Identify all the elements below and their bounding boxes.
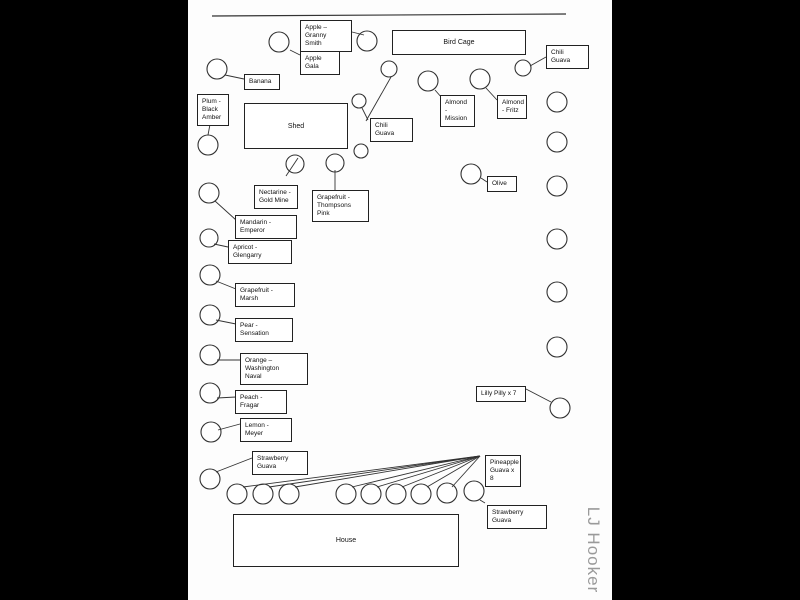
shed: Shed [244,103,348,149]
leader-line [215,319,237,325]
tree-circle [385,483,407,505]
leader-line [351,31,365,36]
label-almond-mission: Almond - Mission [440,95,475,127]
leader-line [294,455,481,488]
tree-circle [546,228,568,250]
watermark: LJ Hooker [578,500,608,600]
label-grapefruit-marsh: Grapefruit - Marsh [235,283,295,307]
tree-circle [199,228,219,248]
label-orange-washington-naval: Orange – Washington Naval [240,353,308,385]
label-mandarin-emperor: Mandarin - Emperor [235,215,297,239]
tree-circle [380,60,398,78]
label-olive: Olive [487,176,517,192]
tree-circle [199,304,221,326]
leader-line [376,455,481,488]
tree-circle [546,175,568,197]
leader-line [525,388,552,403]
tree-circle [549,397,571,419]
leader-line [529,56,547,67]
tree-circle [463,480,485,502]
tree-circle [546,91,568,113]
leader-line [268,455,481,488]
label-chili-guava-top-right: Chili Guava [546,45,589,69]
leader-line [224,74,245,80]
top-boundary-line [211,13,567,17]
tree-circle [546,281,568,303]
label-grapefruit-thompsons-pink: Grapefruit - Thompsons Pink [312,190,369,222]
tree-circle [351,93,367,109]
label-pear-sensation: Pear - Sensation [235,318,293,342]
tree-circle [460,163,482,185]
leader-line [361,107,369,121]
leader-line [242,455,481,488]
tree-circle [353,143,369,159]
bird-cage: Bird Cage [392,30,526,55]
label-strawberry-guava-right: Strawberry Guava [487,505,547,529]
leader-line [479,499,486,504]
label-chili-guava-mid: Chili Guava [370,118,413,142]
leader-line [213,243,229,248]
tree-circle [197,134,219,156]
tree-circle [469,68,491,90]
tree-circle [198,182,220,204]
tree-circle [226,483,248,505]
tree-circle [268,31,290,53]
label-banana: Banana [244,74,280,90]
tree-circle [285,154,305,174]
label-apple-granny-smith: Apple – Granny Smith [300,20,352,52]
label-strawberry-guava-left: Strawberry Guava [252,451,308,475]
label-apple-gala: Apple Gala [300,51,340,75]
tree-circle [206,58,228,80]
label-plum-black-amber: Plum - Black Amber [197,94,229,126]
label-apricot-glengarry: Apricot - Glengarry [228,240,292,264]
leader-line [365,76,392,122]
leader-line [451,455,481,488]
leader-line [401,455,481,488]
tree-circle [325,153,345,173]
label-pineapple-guava: Pineapple Guava x 8 [485,455,521,487]
tree-circle [199,468,221,490]
label-lemon-meyer: Lemon - Meyer [240,418,292,442]
leader-line [217,423,241,431]
tree-circle [199,344,221,366]
tree-circle [199,382,221,404]
label-almond-fritz: Almond - Fritz [497,95,527,119]
leader-line [215,280,237,290]
tree-circle [410,483,432,505]
leader-line [485,87,498,101]
tree-circle [200,421,222,443]
leader-line [215,457,253,473]
tree-circle [417,70,439,92]
label-peach-fragar: Peach - Fragar [235,390,287,414]
tree-circle [436,482,458,504]
tree-circle [514,59,532,77]
leader-line [289,49,301,56]
tree-circle [360,483,382,505]
leader-line [426,455,481,488]
tree-circle [335,483,357,505]
watermark-text: LJ Hooker [584,506,603,594]
tree-circle [356,30,378,52]
tree-circle [546,336,568,358]
leader-line [214,200,237,221]
label-lilly-pilly: Lilly Pilly x 7 [476,386,526,402]
leader-line [216,396,237,399]
leader-line [480,177,488,183]
house: House [233,514,459,567]
tree-circle [199,264,221,286]
tree-circle [546,131,568,153]
leader-line [351,455,481,488]
leader-line [285,157,299,177]
label-nectarine-gold-mine: Nectarine - Gold Mine [254,185,298,209]
